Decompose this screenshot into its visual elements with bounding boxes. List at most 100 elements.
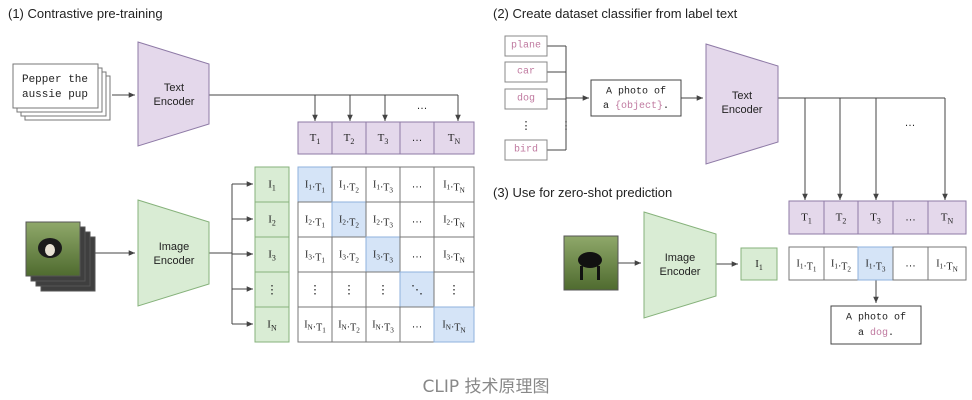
matrix-cell-text: I2·T1 xyxy=(305,214,325,230)
image-encoder-2-label: Encoder xyxy=(660,266,701,278)
matrix-cell xyxy=(399,201,435,238)
matrix-cell-text: I2·T2 xyxy=(339,214,359,230)
matrix-cell xyxy=(399,306,435,343)
matrix-cell xyxy=(331,201,367,238)
text-encoder-2-shape xyxy=(705,43,779,165)
matrix-cell xyxy=(365,236,401,273)
image-encoder-shape xyxy=(137,199,210,307)
label-vdots: ⋮ xyxy=(561,120,572,132)
i-token-label: I2 xyxy=(268,214,276,228)
section-1-title: (1) Contrastive pre-training xyxy=(8,6,163,21)
matrix-cell-text: ⋮ xyxy=(309,283,321,297)
score-cell-text: … xyxy=(905,258,916,270)
label-text: plane xyxy=(511,40,541,52)
image-encoder-2-label: Image xyxy=(665,252,696,264)
label-box xyxy=(504,35,548,57)
matrix-cell-text: I3·T1 xyxy=(305,249,325,265)
text-encoder-2-label: Text xyxy=(732,90,752,102)
t2-token-box xyxy=(788,200,825,235)
t2-token-box xyxy=(857,200,894,235)
t-token-label: TN xyxy=(448,132,461,146)
matrix-cell xyxy=(297,236,333,273)
dog-photo-icon xyxy=(580,266,583,280)
image-encoder-label: Image xyxy=(159,241,190,253)
t2-token-label: T1 xyxy=(801,212,812,226)
template-line-2: a {object}. xyxy=(603,100,669,112)
text-encoder-label: Encoder xyxy=(154,96,195,108)
t2-token-label: … xyxy=(905,212,916,224)
label-vdots: ⋮ xyxy=(521,120,532,132)
matrix-cell-text: I2·T3 xyxy=(373,214,393,230)
score-cell-text: I1·T3 xyxy=(866,258,886,274)
matrix-cell-text: I3·T2 xyxy=(339,249,359,265)
score-cell xyxy=(788,246,825,281)
matrix-cell xyxy=(399,166,435,203)
matrix-cell xyxy=(331,306,367,343)
matrix-cell xyxy=(365,306,401,343)
matrix-cell-text: IN·T2 xyxy=(338,319,360,335)
dog-photo-icon xyxy=(578,252,602,268)
matrix-cell xyxy=(365,166,401,203)
t-token-box xyxy=(399,121,435,155)
matrix-cell xyxy=(331,166,367,203)
text-encoder-shape xyxy=(137,41,210,147)
figure-caption: CLIP 技术原理图 xyxy=(422,377,550,397)
ellipsis-text-2: … xyxy=(905,117,916,129)
i1-token-box xyxy=(740,247,778,281)
matrix-cell-text: I1·T2 xyxy=(339,179,359,195)
text-card-line-2: aussie pup xyxy=(22,89,88,101)
matrix-cell-text: … xyxy=(412,214,423,226)
score-cell-text: I1·T1 xyxy=(797,258,817,274)
matrix-cell-text: … xyxy=(412,179,423,191)
t2-token-box xyxy=(927,200,967,235)
i-token-box xyxy=(254,271,290,308)
matrix-cell xyxy=(433,306,475,343)
i-token-label: I1 xyxy=(268,179,276,193)
i-token-label: IN xyxy=(267,319,277,333)
matrix-cell-text: I3·TN xyxy=(443,249,465,265)
matrix-cell-text: ⋮ xyxy=(343,283,355,297)
t2-token-label: T2 xyxy=(836,212,847,226)
score-cell xyxy=(927,246,967,281)
t-token-label: T3 xyxy=(378,132,389,146)
label-text: dog xyxy=(517,93,535,105)
text-encoder-label: Text xyxy=(164,82,184,94)
score-cell xyxy=(823,246,859,281)
t-token-box xyxy=(331,121,367,155)
score-cell-text: I1·TN xyxy=(936,258,958,274)
prediction-box xyxy=(830,305,922,345)
label-text: car xyxy=(517,67,535,78)
score-cell xyxy=(892,246,929,281)
label-text: bird xyxy=(514,144,538,156)
matrix-cell-text: I3·T3 xyxy=(373,249,393,265)
t2-token-label: T3 xyxy=(870,212,881,226)
section-3-title: (3) Use for zero-shot prediction xyxy=(493,185,673,200)
matrix-cell-text: IN·TN xyxy=(442,319,466,335)
matrix-cell-text: … xyxy=(412,249,423,261)
prediction-line-1: A photo of xyxy=(846,312,906,324)
matrix-cell-text: … xyxy=(412,319,423,331)
i-token-label: I3 xyxy=(268,249,276,263)
image-encoder-label: Encoder xyxy=(154,255,195,267)
matrix-cell-text: I2·TN xyxy=(443,214,465,230)
matrix-cell-text: ⋮ xyxy=(448,283,460,297)
label-box xyxy=(504,88,548,110)
matrix-cell xyxy=(297,166,333,203)
dog-photo-icon xyxy=(45,244,55,256)
label-box xyxy=(504,61,548,83)
text-card-line-1: Pepper the xyxy=(22,74,88,86)
matrix-cell-text: ⋮ xyxy=(377,283,389,297)
matrix-cell-text: ⋱ xyxy=(411,283,423,297)
dog-photo-icon xyxy=(597,266,600,280)
matrix-cell xyxy=(433,166,475,203)
matrix-cell-text: I1·T1 xyxy=(305,179,325,195)
prediction-line-2: a dog. xyxy=(858,327,894,339)
t-token-label: … xyxy=(412,132,423,144)
template-line-1: A photo of xyxy=(606,86,666,98)
t2-token-box xyxy=(823,200,859,235)
i-token-box xyxy=(254,306,290,343)
ellipsis-text: … xyxy=(417,100,428,112)
label-box xyxy=(504,139,548,161)
text-encoder-2-label: Encoder xyxy=(722,104,763,116)
